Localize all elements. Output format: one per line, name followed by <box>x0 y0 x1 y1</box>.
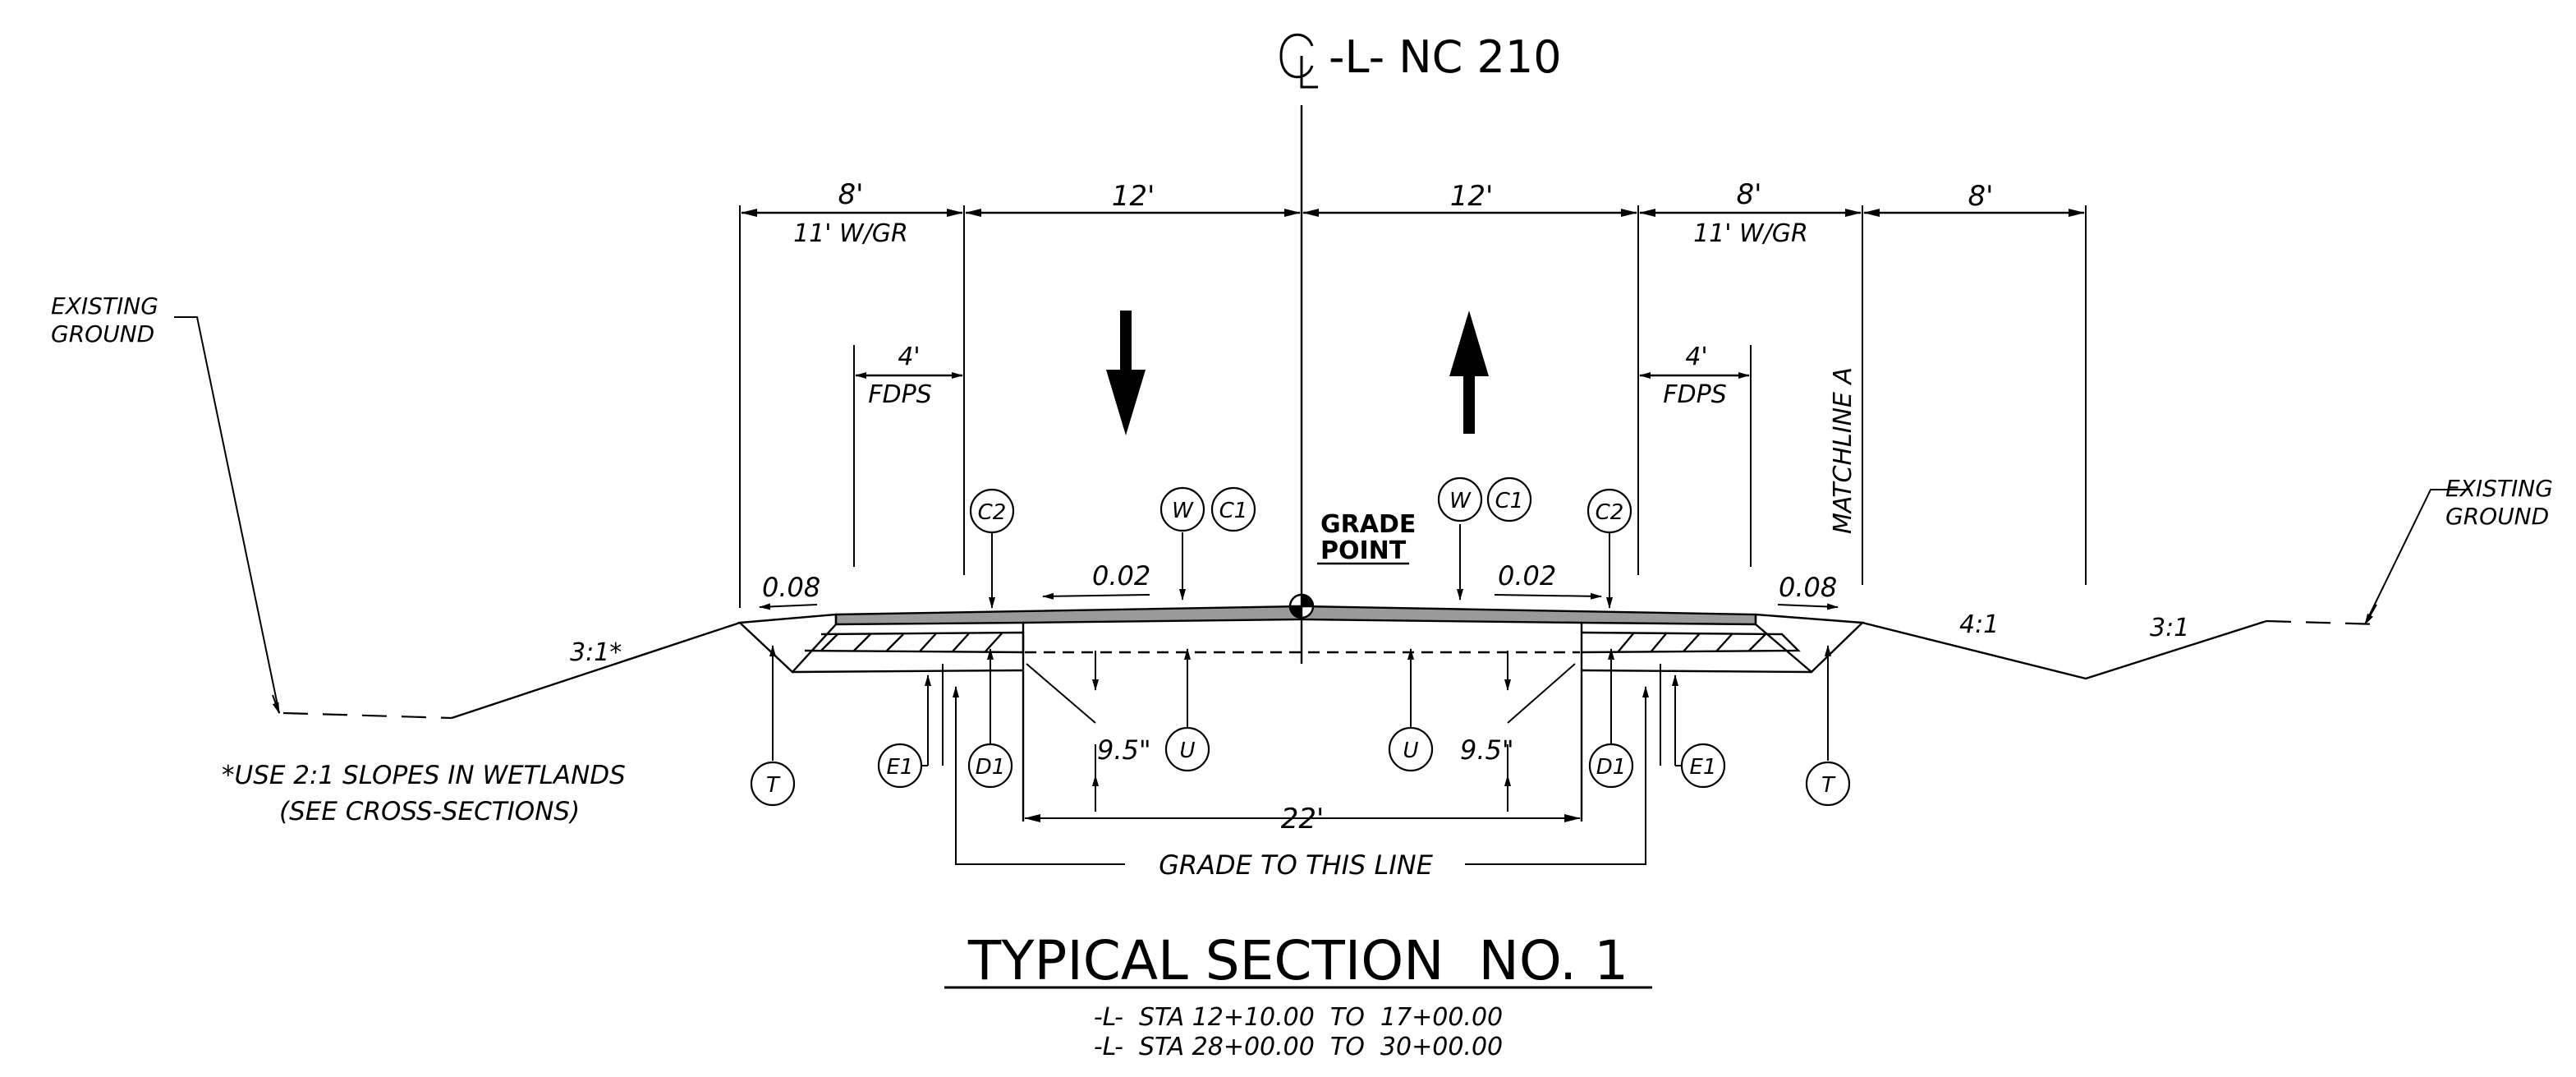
station-range-1: -L- STA 12+10.00 TO 17+00.00 <box>1094 1003 1503 1032</box>
centerline-symbol <box>1279 33 1318 89</box>
depth-left: 9.5" <box>1097 734 1151 766</box>
dim-right-fdps: FDPS <box>1663 380 1727 409</box>
traffic-direction-arrows <box>1106 311 1489 435</box>
slope-right-ditch-back: 3:1 <box>2150 614 2189 642</box>
callout-d1-left: D1 <box>976 755 1006 780</box>
callout-e1-left: E1 <box>887 755 914 780</box>
dim-left-fdps: FDPS <box>868 380 932 409</box>
slope-right-shoulder: 0.08 <box>1779 572 1837 603</box>
centerline-label: -L- NC 210 <box>1329 31 1562 83</box>
grade-point-symbol <box>1288 562 1409 619</box>
southbound-arrow-icon <box>1106 311 1146 435</box>
callout-w-left: W <box>1172 499 1194 523</box>
existing-ground-left-line <box>282 711 452 720</box>
dim-right-shoulder-gr: 11' W/GR <box>1693 219 1808 248</box>
depth-right: 9.5" <box>1460 734 1514 766</box>
top-dimension-lines <box>741 209 2085 379</box>
dim-right-fdps-width: 4' <box>1685 343 1707 371</box>
dim-left-fdps-width: 4' <box>898 343 920 371</box>
right-berm-bottom <box>1581 669 1812 674</box>
dim-outer-right: 8' <box>1968 180 1994 213</box>
northbound-arrow-icon <box>1449 311 1489 434</box>
callout-t-left: T <box>766 773 781 798</box>
grade-point-label: GRADE POINT <box>1320 510 1425 565</box>
slope-arrows <box>759 592 1839 610</box>
pavement-surface-left <box>834 605 1303 626</box>
wetlands-note: *USE 2:1 SLOPES IN WETLANDS (SEE CROSS-S… <box>222 761 634 826</box>
station-range-2: -L- STA 28+00.00 TO 30+00.00 <box>1094 1033 1503 1061</box>
callout-circles <box>750 476 1851 807</box>
callout-w-right: W <box>1449 489 1472 513</box>
existing-ground-right-line <box>2266 619 2382 626</box>
right-paved-shoulder-hatch <box>1581 631 1801 654</box>
callout-t-right: T <box>1821 773 1836 798</box>
pavement-surface-right <box>1300 605 1757 626</box>
callout-d1-right: D1 <box>1596 755 1627 780</box>
callout-c2-left: C2 <box>978 500 1007 525</box>
callout-c1-left: C1 <box>1219 499 1248 523</box>
left-berm-bottom <box>792 669 1024 674</box>
grade-line-label: GRADE TO THIS LINE <box>1159 849 1434 881</box>
dim-left-shoulder: 8' <box>838 178 864 211</box>
callout-labels: C2 W C1 W C1 C2 T E1 D1 U U D1 E1 T <box>766 489 1836 798</box>
roadway-section <box>282 605 2382 822</box>
slope-right-ditch-front: 4:1 <box>1959 610 1999 639</box>
left-paved-shoulder-hatch <box>804 631 1025 654</box>
left-shoulder-slope <box>737 613 838 674</box>
slope-left-fill: 3:1* <box>570 638 622 667</box>
dim-base-width: 22' <box>1281 803 1325 835</box>
right-shoulder-slope <box>1754 613 1865 674</box>
callout-c2-right: C2 <box>1596 500 1624 525</box>
callout-u-right: U <box>1403 739 1418 763</box>
right-ditch <box>1862 619 2267 680</box>
existing-ground-right: EXISTING GROUND <box>2445 475 2560 530</box>
section-title: TYPICAL SECTION NO. 1 <box>967 929 1628 992</box>
extension-lines <box>739 205 2087 608</box>
dim-left-lane: 12' <box>1112 180 1155 213</box>
slope-left-shoulder: 0.08 <box>762 572 820 603</box>
callout-e1-right: E1 <box>1690 755 1717 780</box>
matchline-label: MATCHLINE A <box>1829 367 1857 534</box>
bottom-dimensions <box>953 686 1649 865</box>
slope-left-lane: 0.02 <box>1092 560 1150 591</box>
left-fill-slope <box>451 621 741 720</box>
callout-c1-right: C1 <box>1495 489 1524 513</box>
dim-left-shoulder-gr: 11' W/GR <box>793 219 908 248</box>
slope-right-lane: 0.02 <box>1498 560 1556 591</box>
dim-right-shoulder: 8' <box>1737 178 1762 211</box>
dim-right-lane: 12' <box>1450 180 1494 213</box>
callout-u-left: U <box>1179 739 1195 763</box>
existing-ground-left: EXISTING GROUND <box>51 292 166 347</box>
